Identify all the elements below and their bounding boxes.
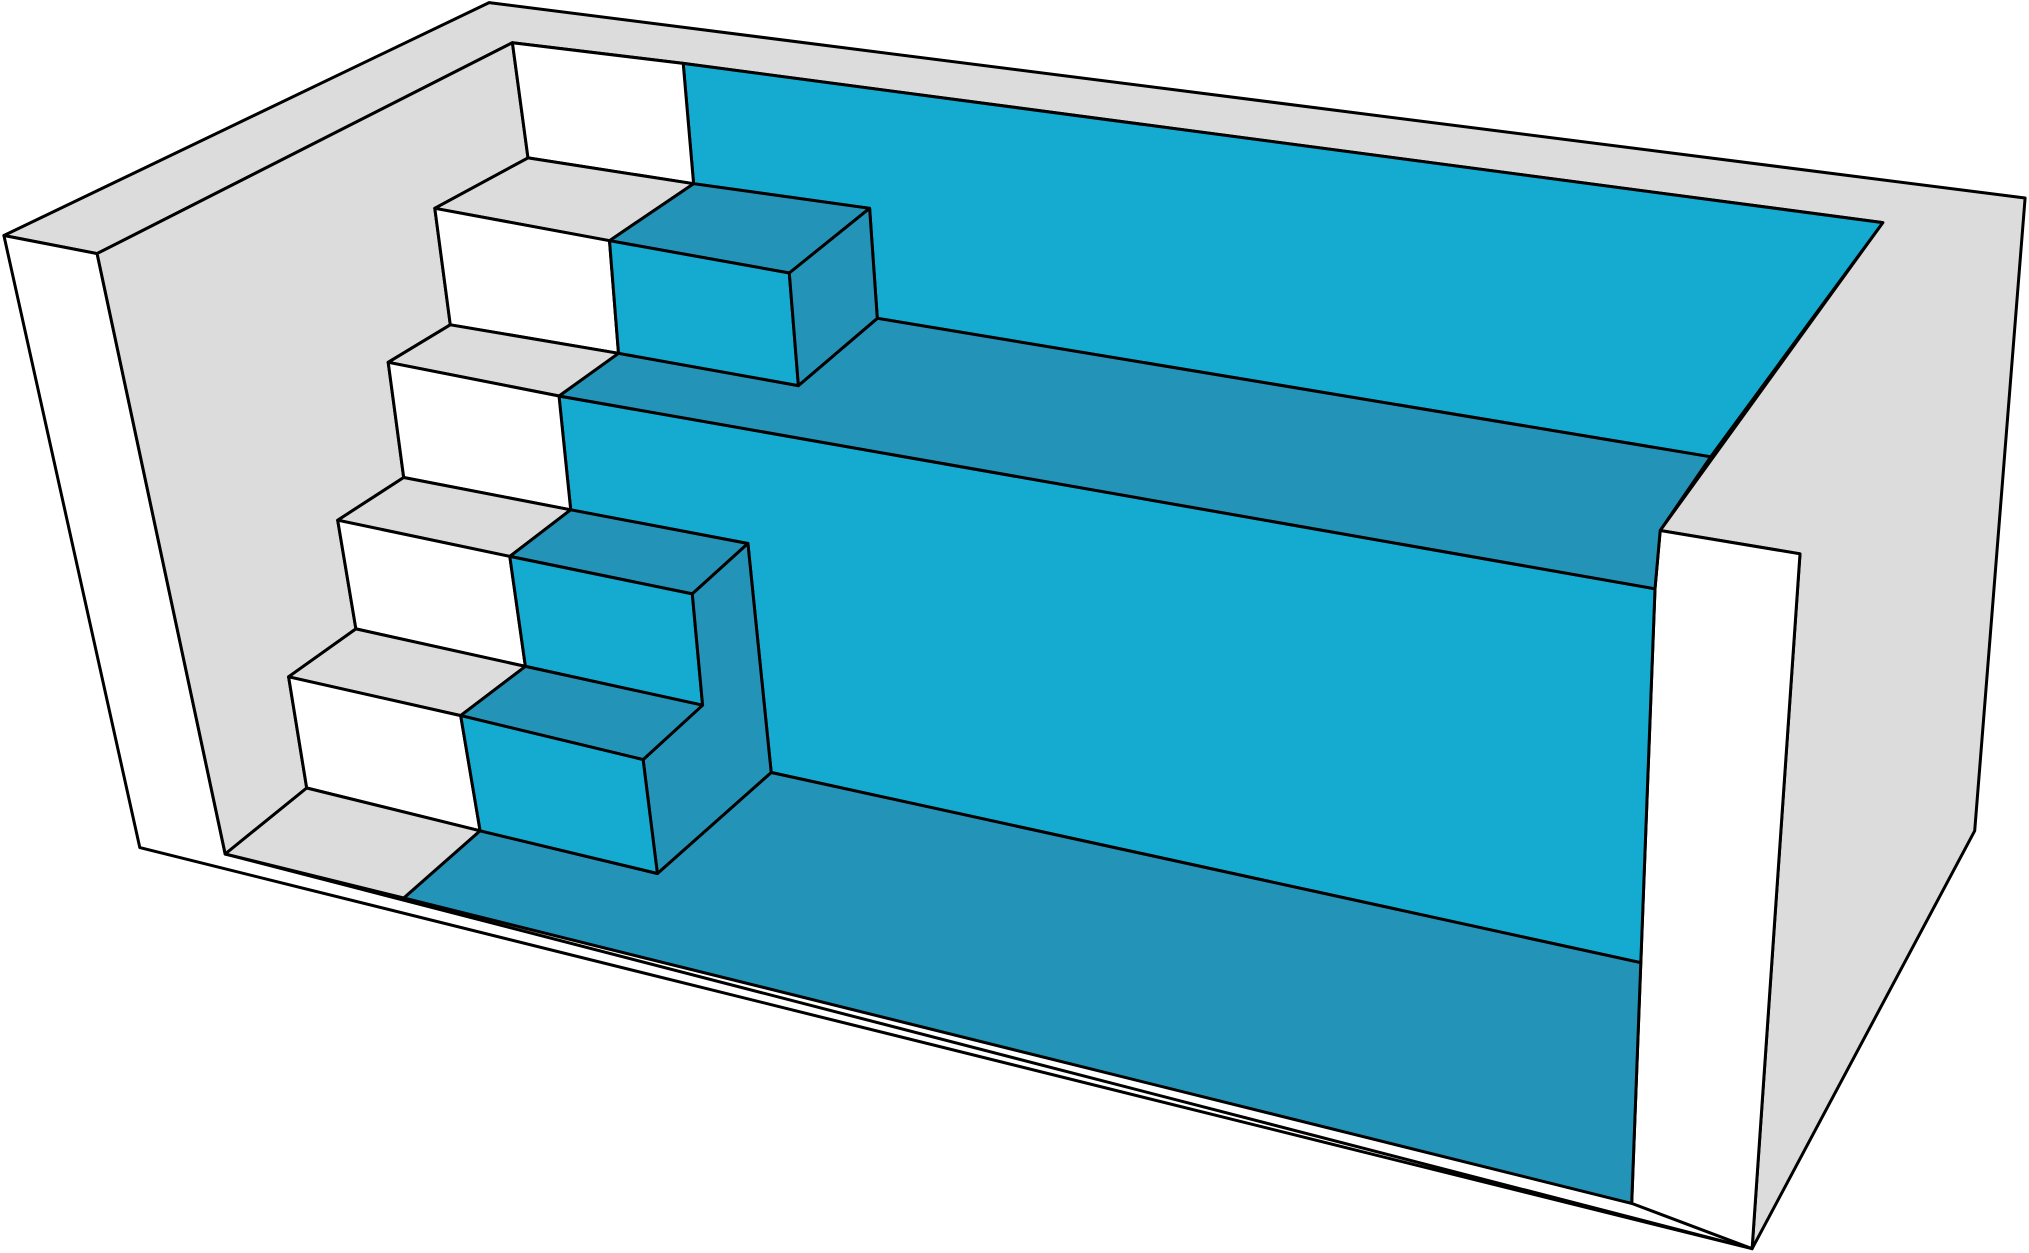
step-5-side <box>787 206 879 388</box>
outer-left-wall <box>2 234 1754 1251</box>
step-1-tread-dry <box>223 786 482 900</box>
step-2-riser-wet <box>459 714 659 875</box>
